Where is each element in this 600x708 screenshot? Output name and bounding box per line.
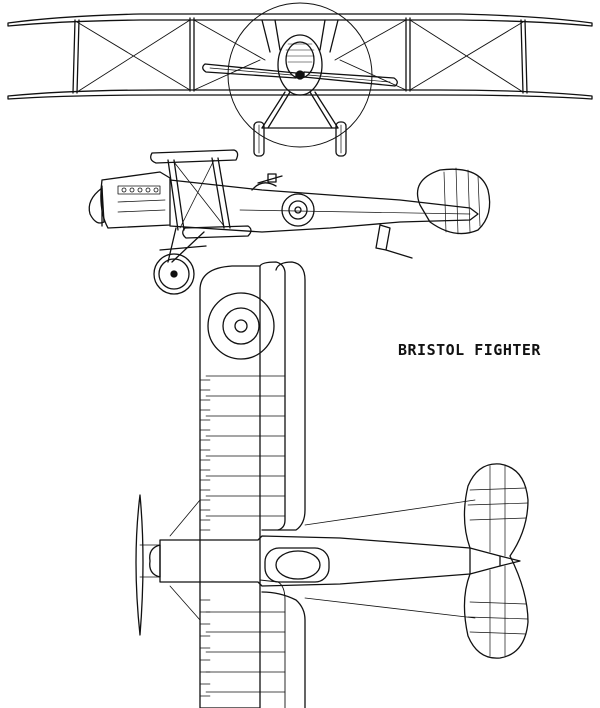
side-spinner — [89, 188, 104, 223]
plan-tailplane — [464, 464, 528, 658]
aircraft-title: BRISTOL FIGHTER — [398, 341, 541, 359]
side-fuselage — [170, 180, 478, 232]
front-propeller-blades — [203, 64, 398, 86]
plan-fuselage — [160, 536, 500, 586]
side-roundel — [282, 194, 314, 226]
front-nose-cowling — [278, 35, 322, 95]
front-undercarriage — [254, 92, 346, 156]
front-upper-wing — [8, 14, 592, 26]
front-lower-wing — [8, 90, 592, 99]
plan-propeller — [136, 495, 143, 635]
plan-roundel — [208, 293, 274, 359]
side-gun-mount — [252, 183, 276, 190]
front-view — [8, 3, 592, 156]
side-struts — [168, 158, 230, 230]
front-bracing-wires — [77, 20, 523, 92]
side-fin-rudder — [418, 169, 490, 233]
plan-upper-wing — [200, 266, 260, 708]
plan-cockpit — [265, 548, 329, 582]
plan-upper-wing-tip — [260, 262, 285, 530]
plan-wing-ribs — [200, 376, 285, 696]
side-undercarriage — [154, 228, 206, 294]
front-cabane — [262, 20, 338, 52]
side-tail-skid — [376, 225, 412, 258]
plan-view — [136, 262, 528, 708]
side-exhaust — [118, 186, 165, 212]
side-wheel — [154, 254, 194, 294]
front-interplane-struts — [73, 18, 527, 93]
plan-nose — [150, 545, 160, 577]
side-upper-wing — [151, 150, 238, 163]
front-propeller-disc — [228, 3, 372, 147]
side-lower-wing — [183, 226, 251, 238]
plan-lower-wing — [276, 262, 305, 530]
side-view — [89, 150, 489, 294]
